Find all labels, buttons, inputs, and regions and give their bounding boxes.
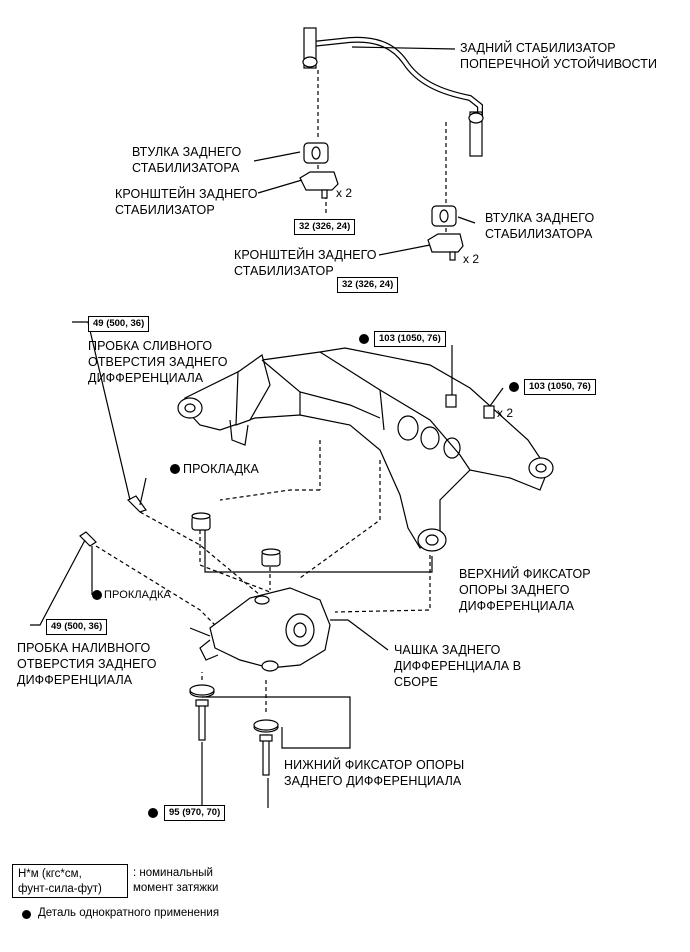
torque-bracket-right: 32 (326, 24) — [337, 277, 399, 293]
single-use-dot-gasket-2 — [92, 590, 102, 600]
bushing-left-label: ВТУЛКА ЗАДНЕГО СТАБИЛИЗАТОРА — [132, 145, 242, 175]
legend-unit-box: Н*м (кгс*см, фунт-сила-фут) — [12, 864, 128, 898]
bracket-right-multiplier: x 2 — [463, 252, 480, 266]
legend-unit-desc: : номинальный момент затяжки — [133, 867, 219, 894]
differential-carrier — [189, 587, 389, 672]
filler-plug — [79, 531, 97, 547]
bracket-left-multiplier: x 2 — [336, 186, 353, 200]
torque-member-bolt-2: 103 (1050, 76) — [524, 379, 596, 395]
torque-bracket-left: 32 (326, 24) — [294, 219, 356, 235]
single-use-dot-lower-bolt — [148, 808, 158, 818]
diff-carrier-label: ЧАШКА ЗАДНЕГО ДИФФЕРЕНЦИАЛА В СБОРЕ — [394, 643, 522, 689]
rear-stabilizer-bar-label: ЗАДНИЙ СТАБИЛИЗАТОР ПОПЕРЕЧНОЙ УСТОЙЧИВО… — [460, 41, 658, 71]
drain-plug-label: ПРОБКА СЛИВНОГО ОТВЕРСТИЯ ЗАДНЕГО ДИФФЕР… — [88, 339, 228, 385]
single-use-dot-member-bolt-1 — [359, 334, 369, 344]
drain-plug — [126, 495, 147, 513]
legend-single-use-dot — [22, 910, 31, 919]
single-use-dot-member-bolt-2 — [509, 382, 519, 392]
bracket-left-label: КРОНШТЕЙН ЗАДНЕГО СТАБИЛИЗАТОР — [115, 187, 258, 217]
member-bolt-multiplier: x 2 — [497, 406, 514, 420]
single-use-dot-gasket-1 — [170, 464, 180, 474]
bushing-right — [431, 205, 457, 227]
bracket-right — [427, 233, 464, 253]
gasket-2-label: ПРОКЛАДКА — [104, 589, 171, 601]
gasket-1-label: ПРОКЛАДКА — [183, 462, 259, 476]
lower-stopper-label: НИЖНИЙ ФИКСАТОР ОПОРЫ ЗАДНЕГО ДИФФЕРЕНЦИ… — [284, 758, 465, 788]
legend-single-use-text: Деталь однократного применения — [38, 907, 220, 919]
torque-member-bolt-1: 103 (1050, 76) — [374, 331, 446, 347]
torque-drain-plug: 49 (500, 36) — [88, 316, 150, 332]
suspension-member — [177, 347, 554, 552]
upper-stopper-label: ВЕРХНИЙ ФИКСАТОР ОПОРЫ ЗАДНЕГО ДИФФЕРЕНЦ… — [459, 567, 591, 613]
bushing-left — [303, 142, 329, 164]
filler-plug-label: ПРОБКА НАЛИВНОГО ОТВЕРСТИЯ ЗАДНЕГО ДИФФЕ… — [17, 641, 157, 687]
bracket-left — [299, 171, 339, 191]
torque-lower-bolt: 95 (970, 70) — [164, 805, 226, 821]
bushing-right-label: ВТУЛКА ЗАДНЕГО СТАБИЛИЗАТОРА — [485, 211, 595, 241]
bracket-right-label: КРОНШТЕЙН ЗАДНЕГО СТАБИЛИЗАТОР — [234, 248, 377, 278]
torque-filler-plug: 49 (500, 36) — [46, 619, 108, 635]
